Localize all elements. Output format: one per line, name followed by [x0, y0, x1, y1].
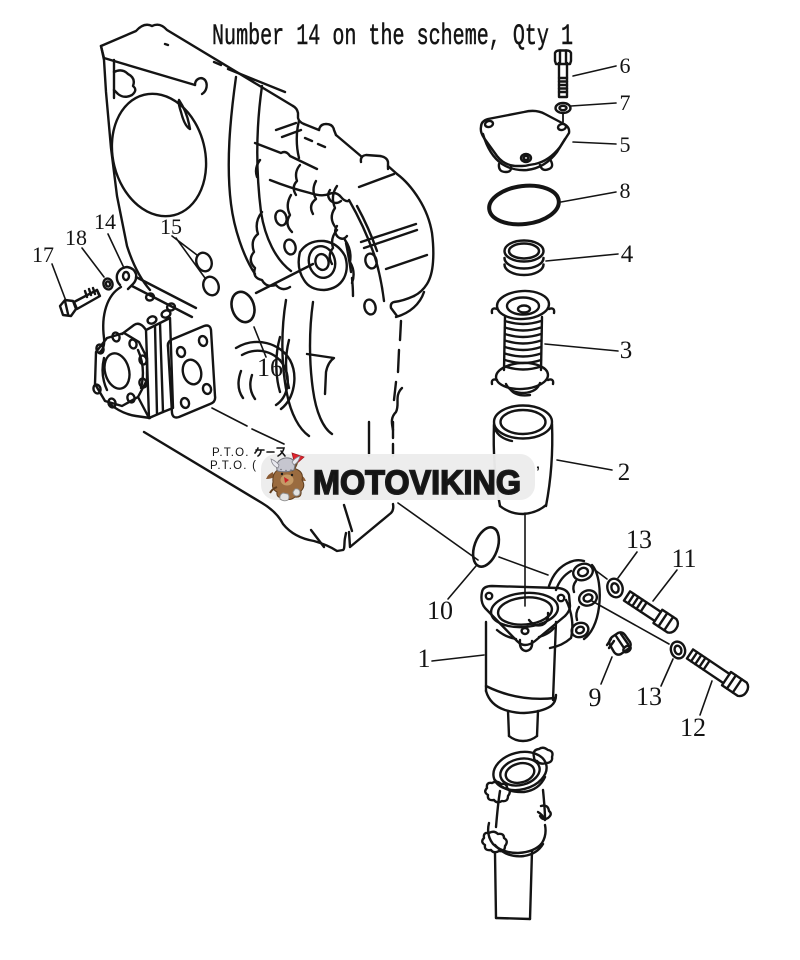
svg-text:12: 12	[680, 713, 706, 742]
svg-text:MOTOVIKING: MOTOVIKING	[313, 464, 521, 502]
svg-text:18: 18	[65, 225, 87, 250]
svg-text:7: 7	[620, 90, 631, 115]
svg-text:14: 14	[94, 209, 116, 234]
svg-text:9: 9	[589, 683, 602, 712]
svg-text:P.T.O. (: P.T.O. (	[210, 460, 257, 472]
svg-text:’: ’	[536, 463, 540, 479]
svg-text:P.T.O.: P.T.O.	[212, 447, 250, 459]
svg-text:10: 10	[427, 596, 453, 625]
svg-text:3: 3	[620, 337, 633, 364]
svg-text:5: 5	[620, 132, 631, 157]
svg-text:13: 13	[626, 525, 652, 554]
svg-text:Number 14 on the scheme, Qty 1: Number 14 on the scheme, Qty 1	[212, 20, 573, 54]
svg-text:17: 17	[32, 242, 54, 267]
svg-text:13: 13	[636, 682, 662, 711]
svg-text:8: 8	[620, 178, 631, 203]
svg-text:1: 1	[418, 644, 431, 673]
svg-text:6: 6	[620, 53, 631, 78]
svg-text:2: 2	[618, 459, 631, 486]
svg-text:16: 16	[257, 353, 283, 382]
svg-text:4: 4	[621, 241, 634, 268]
svg-text:15: 15	[160, 214, 182, 239]
svg-text:11: 11	[671, 544, 696, 573]
